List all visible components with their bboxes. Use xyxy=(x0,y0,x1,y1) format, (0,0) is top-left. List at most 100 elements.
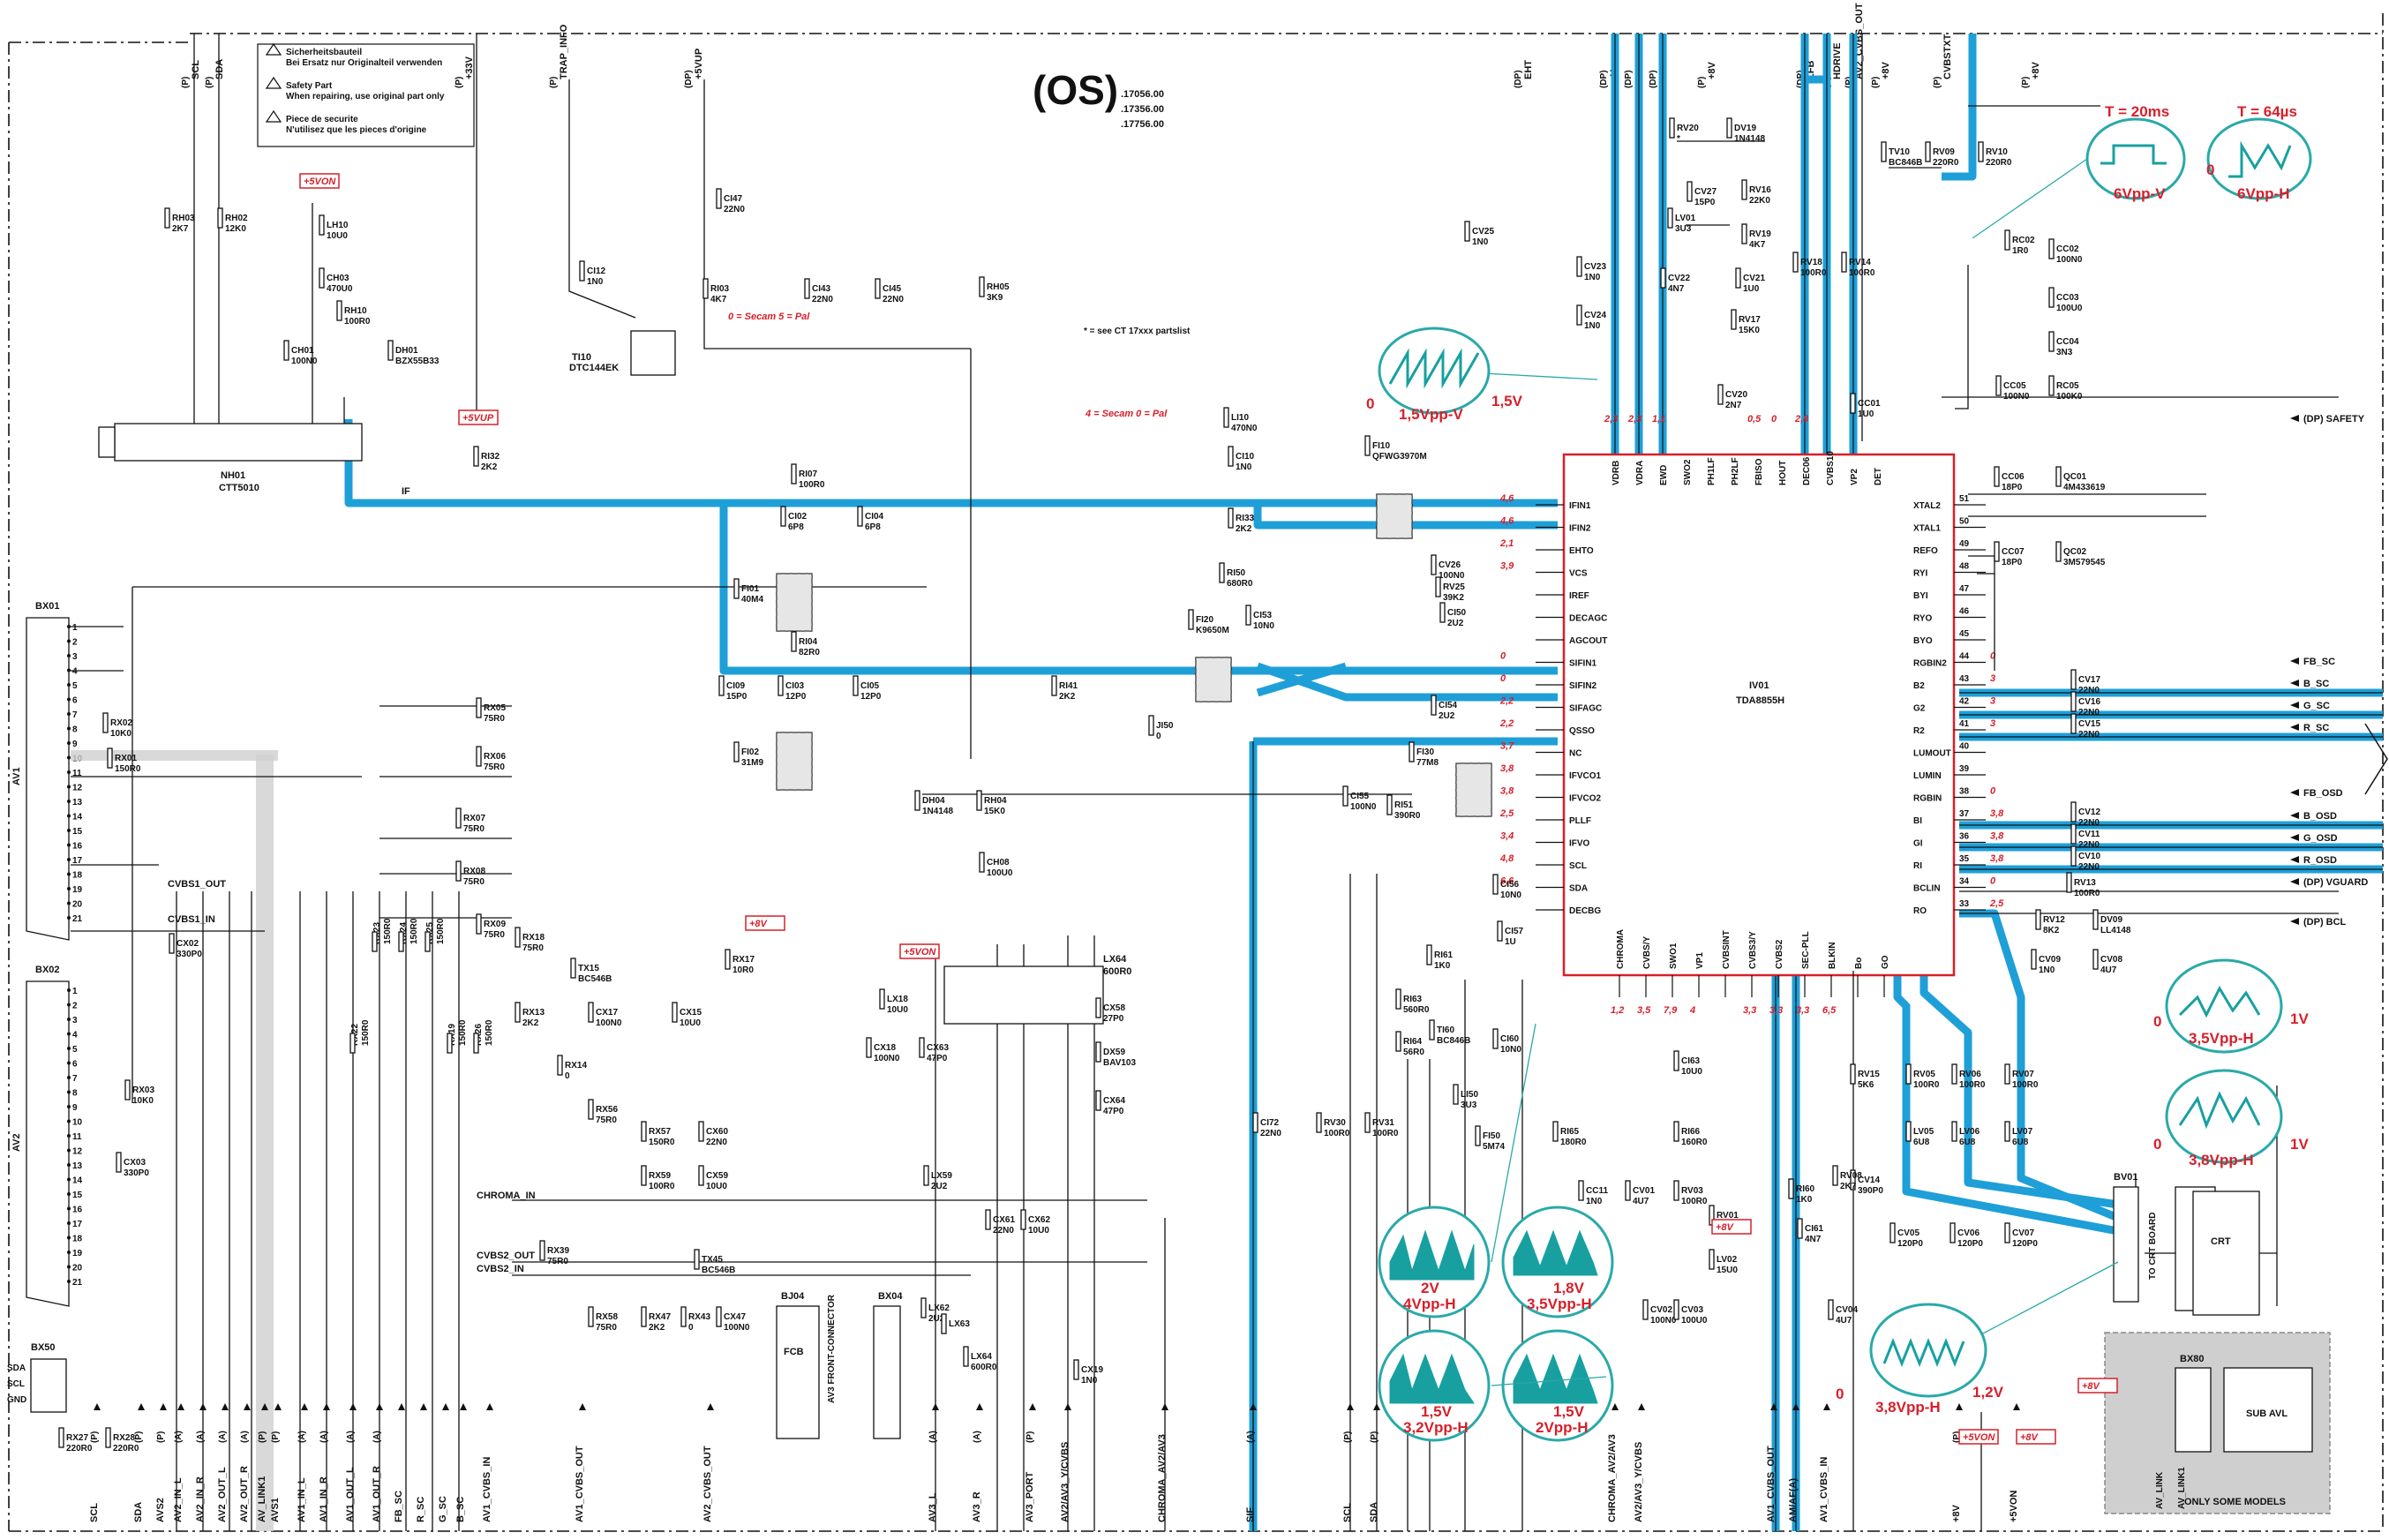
filter-fi20 xyxy=(1195,657,1232,702)
top-signal-prefix: (DP) xyxy=(1599,70,1609,88)
avs1-highlight xyxy=(256,755,274,1531)
bx01-pin: 4 xyxy=(72,667,78,677)
component-rh10-ref: RH10 xyxy=(344,306,367,316)
bx04-ref: BX04 xyxy=(878,1291,903,1302)
pin-voltage: 0 xyxy=(1990,786,1996,797)
component-cv23-value: 1N0 xyxy=(1584,273,1601,282)
component-fi10-ref: FI10 xyxy=(1372,441,1390,451)
pin-voltage: 3,8 xyxy=(1500,763,1514,774)
component-cv27-ref: CV27 xyxy=(1694,187,1717,197)
component-lv06-value: 6U8 xyxy=(1959,1138,1976,1147)
legend-line-6: N'utilisez que les pieces d'origine xyxy=(286,125,427,135)
power-flag-8v: +8V xyxy=(2020,1432,2040,1443)
component-rx03-ref: RX03 xyxy=(132,1086,154,1095)
component-cx02-ref: CX02 xyxy=(177,939,199,949)
component-cv21-ref: CV21 xyxy=(1743,274,1765,283)
component-rx08-value: 75R0 xyxy=(463,877,485,887)
component-cc11-ref: CC11 xyxy=(1586,1186,1608,1196)
bx02-pin: 9 xyxy=(72,1103,78,1113)
component-rv13-value: 100R0 xyxy=(2074,889,2100,898)
bx01-pin: 11 xyxy=(72,769,82,778)
component-dh04-value: 1N4148 xyxy=(922,807,953,816)
component-rx56-value: 75R0 xyxy=(596,1116,617,1125)
bx02-pin: 17 xyxy=(72,1220,83,1229)
component-ci50-ref: CI50 xyxy=(1447,608,1467,618)
bottom-signal-scl: SCL xyxy=(89,1503,100,1522)
transistor-ti10: TI10 DTC144EK xyxy=(569,330,676,376)
component-ci55-ref: CI55 xyxy=(1350,792,1370,801)
scope-b2-amp: 3,5Vpp-H xyxy=(1527,1296,1592,1312)
bx02-pin: 11 xyxy=(72,1132,82,1142)
component-rv06-ref: RV06 xyxy=(1959,1070,1981,1079)
top-signal-trap-info: TRAP_INFO xyxy=(559,24,569,79)
component-li10-value: 470N0 xyxy=(1231,424,1258,433)
component-rv30-value: 100R0 xyxy=(1324,1129,1350,1138)
power-flag xyxy=(2077,1378,2118,1394)
component-rx14-ref: RX14 xyxy=(565,1061,587,1070)
ic-pin-ri: RI xyxy=(1913,861,1922,871)
top-signal-hdrive: HDRIVE xyxy=(1832,42,1843,79)
warning-triangle-icon xyxy=(265,42,282,56)
ic-pin-agcout: AGCOUT xyxy=(1569,636,1607,646)
bj04-name: FCB xyxy=(784,1347,804,1357)
component-cc02-value: 100N0 xyxy=(2056,255,2083,265)
pin-voltage: 3,3 xyxy=(1743,1005,1756,1016)
ix01-value: 600R0 xyxy=(1103,966,1131,977)
ic-pin-number: 40 xyxy=(1959,742,1970,752)
filter-fi30 xyxy=(1455,762,1492,817)
component-rv09-ref: RV09 xyxy=(1933,147,1955,157)
bx01-pin: 14 xyxy=(72,813,83,823)
power-flag xyxy=(2016,1429,2056,1445)
cvbs1-in-label: CVBS1_IN xyxy=(168,914,215,925)
top-signal--8v: +8V xyxy=(1707,61,1717,79)
component-ci12-ref: CI12 xyxy=(587,267,606,276)
component-ci47-value: 22N0 xyxy=(724,205,745,214)
pin-voltage: 2,3 xyxy=(1627,414,1641,424)
bx01-pin: 18 xyxy=(72,871,83,881)
bx04-name: AV3 FRONT-CONNECTOR xyxy=(827,1294,837,1403)
top-signal-eht: EHT xyxy=(1523,60,1534,79)
wiring xyxy=(71,34,2339,1531)
component-ri66-value: 160R0 xyxy=(1681,1138,1708,1147)
ic-pin-number: 34 xyxy=(1959,877,1970,887)
component-cv07-value: 120P0 xyxy=(2012,1239,2038,1249)
component-rx39-value: 75R0 xyxy=(547,1257,568,1266)
bx01-pin: 6 xyxy=(72,696,78,706)
bv01-ref: BV01 xyxy=(2114,1172,2138,1183)
component-cv26-value: 100N0 xyxy=(1439,571,1465,581)
ic-pin-b2: B2 xyxy=(1913,681,1925,691)
right-signal-g-sc: G_SC xyxy=(2303,701,2330,711)
ic-pin-byi: BYI xyxy=(1913,591,1928,601)
component-ci47-ref: CI47 xyxy=(724,194,743,204)
ic-pin-ewd: EWD xyxy=(1659,465,1669,485)
component-ri61-ref: RI61 xyxy=(1434,950,1454,960)
pin-voltage: 2,3 xyxy=(1604,414,1618,424)
power-flag xyxy=(1958,1429,1999,1445)
scope-r2-v2: 1V xyxy=(2290,1136,2309,1153)
scope-b4-amp: 2Vpp-H xyxy=(1536,1419,1589,1436)
scope-b4: 1,5V 2Vpp-H xyxy=(1501,1329,1614,1442)
frame-border xyxy=(8,13,2384,1532)
pin-voltage: 4,6 xyxy=(1499,493,1514,504)
component-qc01-ref: QC01 xyxy=(2063,472,2087,482)
right-signal-safety: (DP) SAFETY xyxy=(2303,414,2365,424)
legend-line-2: Bei Ersatz nur Originalteil verwenden xyxy=(286,58,442,68)
bx02-pin: 2 xyxy=(72,1002,78,1011)
component-cx60-value: 22N0 xyxy=(706,1138,727,1147)
legend-line-3: Safety Part xyxy=(286,81,333,91)
power-flag xyxy=(745,915,785,931)
component-cc04-value: 3N3 xyxy=(2056,348,2073,357)
component-rx03-value: 10K0 xyxy=(132,1096,154,1106)
bottom-signal-av3-port-prefix: (P) xyxy=(1025,1431,1035,1443)
component-ci10-ref: CI10 xyxy=(1236,452,1255,462)
connector-bj04: BJ04 FCB xyxy=(776,1291,820,1439)
component-ri66-ref: RI66 xyxy=(1681,1127,1701,1137)
top-signal-prefix: (P) xyxy=(205,77,214,88)
power-flag-5von: +5VON xyxy=(904,947,936,958)
component-ci45-value: 22N0 xyxy=(883,295,904,304)
component-ci10-value: 1N0 xyxy=(1236,462,1252,472)
ic-pin-number: 35 xyxy=(1959,854,1970,864)
bx02-name: AV2 xyxy=(11,1133,22,1152)
scope-t64-amp: 6Vpp-H xyxy=(2237,185,2290,202)
pin-voltage: 3,7 xyxy=(1500,741,1514,752)
